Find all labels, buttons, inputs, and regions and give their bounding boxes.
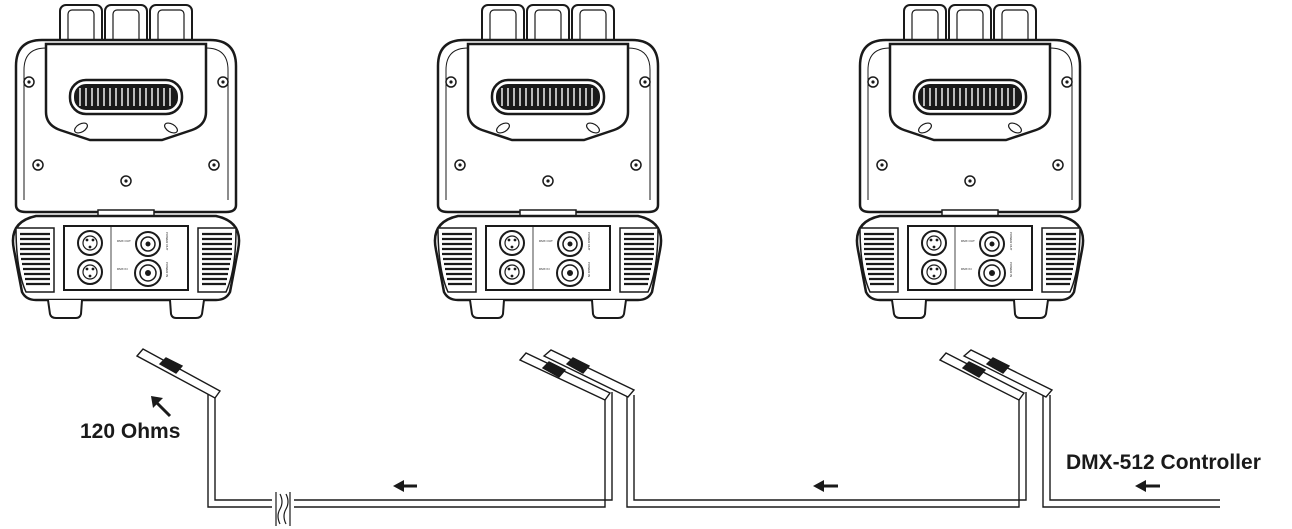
arrow-left-icon <box>393 480 417 492</box>
dmx-cable <box>207 392 1220 508</box>
power-out-label: POWER OUT <box>165 232 169 251</box>
dmx-out-label: DMX OUT <box>539 239 553 243</box>
moving-head-fixture-2: DMX OUT DMX IN POWER OUT POWER IN <box>433 3 663 320</box>
dmx-out-label: DMX OUT <box>117 239 131 243</box>
moving-head-fixture-3: DMX OUT DMX IN POWER OUT POWER IN <box>855 3 1085 320</box>
dmx-out-label: DMX OUT <box>961 239 975 243</box>
power-in-label: POWER IN <box>587 262 591 277</box>
arrow-up-left-icon <box>151 396 172 418</box>
moving-head-fixture-1: DMX OUT DMX IN POWER OUT POWER IN <box>11 3 241 320</box>
cable-break-icon <box>272 490 294 526</box>
controller-label: DMX-512 Controller <box>1066 451 1261 474</box>
dmx-in-label: DMX IN <box>539 267 550 271</box>
power-out-label: POWER OUT <box>587 232 591 251</box>
dmx-in-label: DMX IN <box>117 267 128 271</box>
power-in-label: POWER IN <box>165 262 169 277</box>
arrow-left-icon <box>813 480 838 492</box>
dmx-in-label: DMX IN <box>961 267 972 271</box>
arrow-left-icon <box>1135 480 1160 492</box>
power-out-label: POWER OUT <box>1009 232 1013 251</box>
power-in-label: POWER IN <box>1009 262 1013 277</box>
cable-connectors <box>135 348 1054 401</box>
terminator-label: 120 Ohms <box>80 420 181 443</box>
